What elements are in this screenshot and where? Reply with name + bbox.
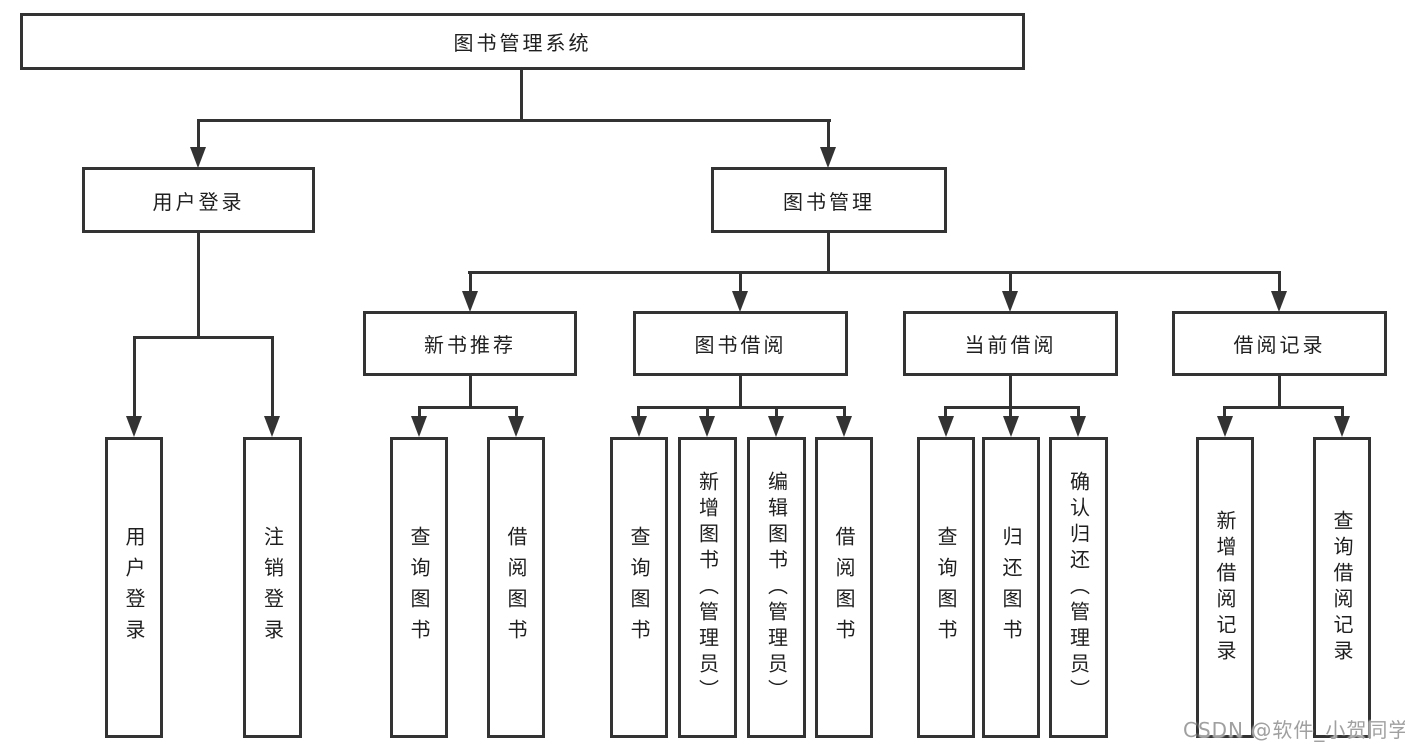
node-label: 新增图书（管理员） [695, 470, 720, 705]
arrow-down-icon [126, 416, 142, 437]
connector-line [468, 271, 1281, 274]
arrow-down-icon [1271, 291, 1287, 312]
node-book-borrow: 图书借阅 [633, 311, 848, 376]
connector-line [827, 232, 830, 273]
node-label: 图书管理 [783, 189, 875, 214]
connector-line [1009, 375, 1012, 408]
node-label: 用户登录 [122, 525, 146, 650]
node-label: 借阅记录 [1233, 333, 1326, 357]
arrow-down-icon [836, 416, 852, 437]
connector-line [418, 406, 518, 409]
connector-line [1224, 406, 1344, 409]
connector-line [133, 336, 136, 416]
connector-line [843, 406, 846, 417]
connector-line [271, 336, 274, 416]
arrow-down-icon [938, 416, 954, 437]
node-label: 归还图书 [999, 525, 1023, 650]
connector-line [197, 232, 200, 337]
leaf-bb-edit-books-admin: 编辑图书（管理员） [747, 437, 806, 738]
arrow-down-icon [411, 416, 427, 437]
connector-line [706, 406, 709, 417]
arrow-down-icon [732, 291, 748, 312]
connector-line [520, 70, 523, 120]
connector-line [1278, 375, 1281, 408]
leaf-bb-query-books: 查询图书 [610, 437, 668, 738]
arrow-down-icon [1070, 416, 1086, 437]
leaf-logout: 注销登录 [243, 437, 302, 738]
connector-line [1223, 406, 1226, 417]
arrow-down-icon [1003, 416, 1019, 437]
connector-line [1009, 406, 1012, 417]
connector-line [1341, 406, 1344, 417]
arrow-down-icon [264, 416, 280, 437]
node-label: 图书管理系统 [453, 31, 592, 55]
connector-line [775, 406, 778, 417]
leaf-br-query-record: 查询借阅记录 [1313, 437, 1371, 738]
connector-line [1009, 271, 1012, 291]
node-label: 编辑图书（管理员） [764, 470, 789, 705]
node-label: 查询借阅记录 [1330, 509, 1354, 666]
node-label: 确认归还（管理员） [1066, 470, 1091, 705]
arrow-down-icon [1334, 416, 1350, 437]
connector-line [469, 271, 472, 291]
node-label: 借阅图书 [504, 525, 528, 650]
arrow-down-icon [1217, 416, 1233, 437]
connector-line [469, 375, 472, 408]
connector-line [945, 406, 1080, 409]
node-label: 图书借阅 [694, 333, 787, 357]
node-user-login: 用户登录 [82, 167, 315, 233]
connector-line [637, 406, 640, 417]
arrow-down-icon [462, 291, 478, 312]
connector-line [197, 119, 831, 122]
leaf-cb-confirm-return-admin: 确认归还（管理员） [1049, 437, 1108, 738]
leaf-bb-add-books-admin: 新增图书（管理员） [678, 437, 737, 738]
node-label: 注销登录 [260, 525, 285, 650]
leaf-nb-query-books: 查询图书 [390, 437, 448, 738]
node-label: 新增借阅记录 [1213, 509, 1237, 666]
arrow-down-icon [631, 416, 647, 437]
arrow-down-icon [768, 416, 784, 437]
arrow-down-icon [699, 416, 715, 437]
arrow-down-icon [820, 147, 836, 168]
connector-line [739, 271, 742, 291]
node-new-book-recommend: 新书推荐 [363, 311, 577, 376]
node-label: 当前借阅 [964, 333, 1057, 357]
node-label: 借阅图书 [832, 525, 856, 650]
connector-line [197, 119, 200, 147]
connector-line [133, 336, 274, 339]
node-borrow-records: 借阅记录 [1172, 311, 1387, 376]
arrow-down-icon [508, 416, 524, 437]
connector-line [827, 119, 830, 147]
arrow-down-icon [190, 147, 206, 168]
leaf-cb-return-books: 归还图书 [982, 437, 1040, 738]
node-label: 查询图书 [934, 525, 958, 650]
leaf-user-login: 用户登录 [105, 437, 163, 738]
connector-line [944, 406, 947, 417]
csdn-watermark: CSDN @软件_小贺同学 [1183, 718, 1405, 742]
connector-line [638, 406, 846, 409]
arrow-down-icon [1002, 291, 1018, 312]
node-book-management: 图书管理 [711, 167, 947, 233]
node-label: 查询图书 [627, 525, 651, 650]
connector-line [515, 406, 518, 417]
node-library-management-system: 图书管理系统 [20, 13, 1025, 70]
node-label: 新书推荐 [424, 333, 516, 357]
leaf-br-add-record: 新增借阅记录 [1196, 437, 1254, 738]
connector-line [1077, 406, 1080, 417]
node-current-borrow: 当前借阅 [903, 311, 1118, 376]
connector-line [1278, 271, 1281, 291]
leaf-cb-query-books: 查询图书 [917, 437, 975, 738]
leaf-nb-borrow-books: 借阅图书 [487, 437, 545, 738]
connector-line [739, 375, 742, 408]
connector-line [418, 406, 421, 417]
node-label: 用户登录 [152, 189, 245, 214]
node-label: 查询图书 [407, 525, 431, 650]
leaf-bb-borrow-books: 借阅图书 [815, 437, 873, 738]
